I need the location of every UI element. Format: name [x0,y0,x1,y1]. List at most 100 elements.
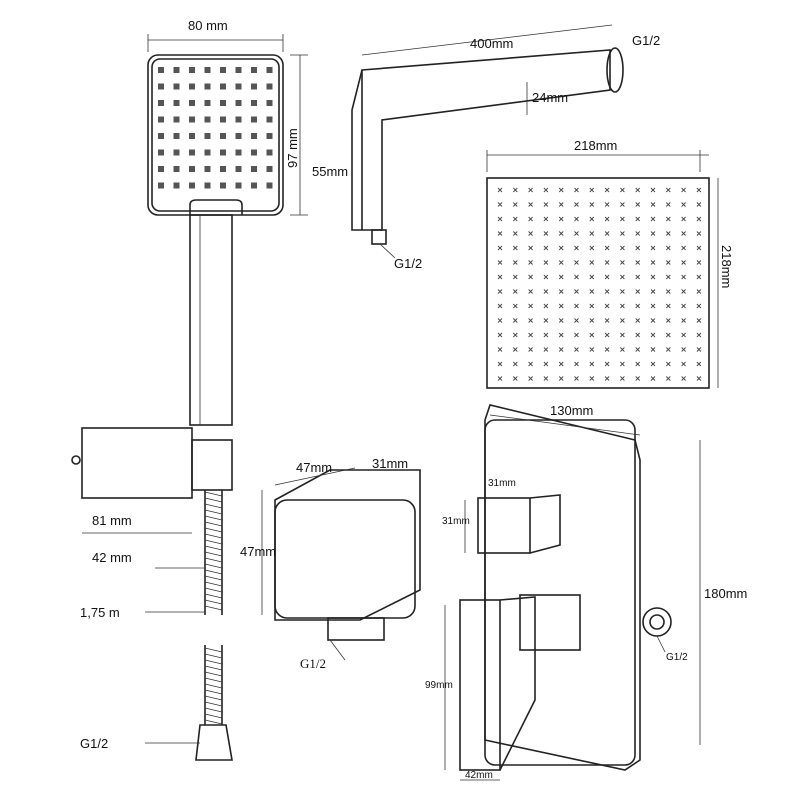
nozzle [497,187,503,193]
nozzle [189,83,195,90]
nozzle [497,216,503,222]
nozzle [650,231,656,236]
nozzle [528,318,533,323]
nozzle [558,376,564,381]
nozzle [650,347,656,352]
nozzle [266,116,273,123]
nozzle [696,245,702,251]
nozzle [558,245,564,251]
nozzle [220,166,226,172]
nozzle [635,260,641,265]
arm-thread-top-label: G1/2 [632,33,660,48]
nozzle [696,202,702,207]
nozzle [235,83,242,90]
nozzle [158,83,164,90]
nozzle [604,202,610,207]
nozzle [204,182,211,189]
nozzle [589,332,595,338]
nozzle [235,100,242,106]
mixer-lever-height-label: 99mm [425,680,453,691]
nozzle [512,347,518,352]
nozzle [650,274,656,280]
mixer-lever-width-label: 42mm [465,770,493,781]
nozzle [528,361,533,367]
nozzle [696,260,702,265]
nozzle [665,303,671,309]
nozzle [512,289,518,294]
nozzle [543,216,549,222]
nozzle [620,289,625,294]
nozzle [189,149,195,156]
nozzle [251,67,257,73]
nozzle [635,187,641,193]
nozzle [235,166,242,172]
nozzle [512,303,518,309]
nozzle [543,289,549,294]
nozzle [635,274,641,280]
nozzle [558,289,564,294]
nozzle [528,260,533,265]
nozzle [650,289,656,294]
nozzle [574,187,579,193]
nozzle [512,231,518,236]
nozzle [497,289,503,294]
nozzle [528,245,533,251]
nozzle [635,347,641,352]
nozzle [235,149,242,156]
nozzle [620,361,625,367]
nozzle [665,187,671,193]
nozzle [604,303,610,309]
nozzle [681,260,686,265]
mixer-plate-width-label: 130mm [550,403,593,418]
nozzle [635,332,641,338]
nozzle [635,202,641,207]
nozzle [696,274,702,280]
nozzle [635,376,641,381]
nozzle [251,182,257,189]
mixer-outlet-thread-label: G1/2 [666,652,688,663]
nozzle [543,231,549,236]
nozzle [681,361,686,367]
nozzle [604,318,610,323]
nozzle [173,100,180,106]
nozzle [543,260,549,265]
nozzle [696,347,702,352]
nozzle [497,231,503,236]
nozzle [681,347,686,352]
nozzle [558,303,564,309]
nozzle [266,83,273,90]
nozzle [620,318,625,323]
nozzle [558,231,564,236]
nozzle [497,361,503,367]
nozzle [543,361,549,367]
nozzle [589,245,595,251]
nozzle [251,116,257,123]
hand-shower-height-label: 97 mm [285,128,300,168]
nozzle [266,149,273,156]
nozzle [189,100,195,106]
mixer-knob-height-label: 31mm [488,478,516,489]
nozzle [620,187,625,193]
nozzle [512,274,518,280]
nozzle [635,231,641,236]
nozzle [635,245,641,251]
nozzle [696,318,702,323]
nozzle [681,245,686,251]
nozzle [204,116,211,123]
nozzle [589,361,595,367]
nozzle [558,347,564,352]
nozzle [558,361,564,367]
rain-head-height-label: 218mm [719,245,734,288]
nozzle [558,202,564,207]
nozzle [650,318,656,323]
nozzle [665,274,671,280]
nozzle [604,187,610,193]
nozzle [158,182,164,189]
nozzle [650,260,656,265]
nozzle [574,216,579,222]
wall-outlet: 47mm 31mm 47mm G1/2 [240,456,421,671]
nozzle [574,274,579,280]
nozzle [650,245,656,251]
nozzle [158,133,164,139]
nozzle [204,166,211,172]
